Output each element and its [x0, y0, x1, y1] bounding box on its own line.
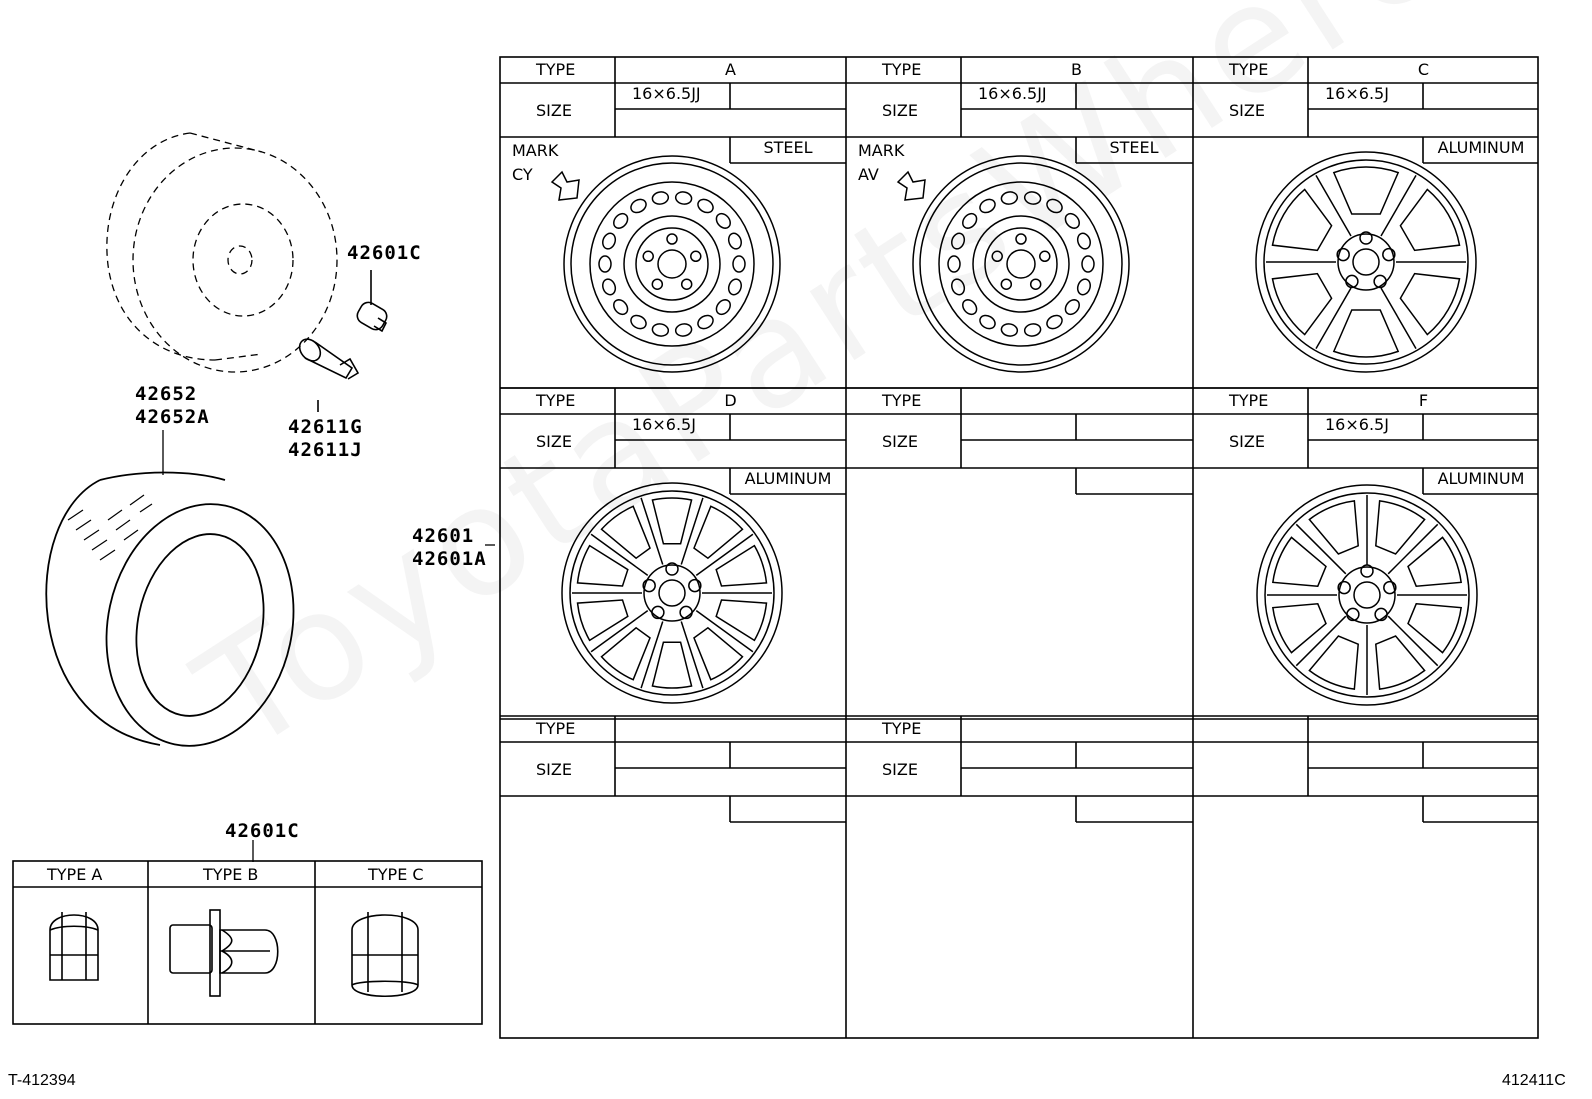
- nut-type-c-label: TYPE C: [368, 865, 424, 884]
- size-label: SIZE: [536, 432, 572, 451]
- mark-arrow-b-icon: [896, 170, 926, 201]
- size-value: 16×6.5JJ: [632, 84, 701, 103]
- mark-label-0: CY: [512, 165, 533, 184]
- steel-wheel-a-icon: [563, 155, 781, 373]
- type-label: TYPE: [1229, 60, 1269, 79]
- valve-part-number-2: 42611J: [288, 439, 363, 461]
- nut-table-grid: [12, 860, 483, 1025]
- alloy-wheel-d-icon: [561, 482, 783, 704]
- material-value: STEEL: [1109, 138, 1159, 157]
- tire-part-number-1: 42652: [135, 383, 198, 405]
- size-label: SIZE: [882, 101, 918, 120]
- type-value: C: [1417, 60, 1430, 79]
- wheel-part-number-2: 42601A: [412, 548, 487, 570]
- alloy-wheel-c-icon: [1255, 151, 1477, 373]
- steel-wheel-b-icon: [912, 155, 1130, 373]
- type-label: TYPE: [536, 719, 576, 738]
- material-value: ALUMINUM: [1437, 138, 1525, 157]
- size-value: 16×6.5JJ: [978, 84, 1047, 103]
- alloy-wheel-f-icon: [1256, 484, 1478, 706]
- size-label: SIZE: [536, 760, 572, 779]
- size-value: 16×6.5J: [1325, 84, 1389, 103]
- mark-word: MARK: [858, 141, 905, 160]
- wheel-part-number-1: 42601: [412, 525, 475, 547]
- nut-type-a-label: TYPE A: [47, 865, 103, 884]
- nut-type-b-label: TYPE B: [203, 865, 259, 884]
- tire-part-number-2: 42652A: [135, 406, 210, 428]
- type-value: D: [724, 391, 737, 410]
- size-label: SIZE: [882, 432, 918, 451]
- wheel-table-frame: [499, 56, 1539, 1039]
- footer-right-code: 412411C: [1502, 1072, 1566, 1089]
- nut-type-b-icon: [169, 909, 279, 997]
- mark-label-1: AV: [858, 165, 879, 184]
- spare-tire-drawing: [106, 132, 338, 373]
- size-value: 16×6.5J: [1325, 415, 1389, 434]
- valve-part-number-1: 42611G: [288, 416, 363, 438]
- material-value: ALUMINUM: [744, 469, 832, 488]
- valve-stem-icon: [298, 338, 360, 412]
- valve-cap-part-number: 42601C: [347, 242, 422, 264]
- tire-icon: [45, 430, 295, 747]
- nut-part-number: 42601C: [225, 820, 300, 842]
- type-value: F: [1418, 391, 1429, 410]
- footer-left-code: T-412394: [8, 1072, 76, 1089]
- type-value: B: [1071, 60, 1082, 79]
- size-label: SIZE: [1229, 101, 1265, 120]
- nut-type-c-icon: [351, 912, 419, 998]
- type-label: TYPE: [536, 60, 576, 79]
- size-label: SIZE: [536, 101, 572, 120]
- size-value: 16×6.5J: [632, 415, 696, 434]
- size-label: SIZE: [1229, 432, 1265, 451]
- valve-cap-icon: [356, 270, 388, 333]
- type-value: A: [725, 60, 736, 79]
- wheel-drawings: [550, 151, 1478, 706]
- size-label: SIZE: [882, 760, 918, 779]
- nut-type-a-icon: [49, 912, 99, 981]
- type-label: TYPE: [1229, 391, 1269, 410]
- type-label: TYPE: [882, 60, 922, 79]
- material-value: ALUMINUM: [1437, 469, 1525, 488]
- mark-arrow-a-icon: [550, 170, 580, 201]
- wheel-table-grid: [499, 56, 1539, 1039]
- mark-word: MARK: [512, 141, 559, 160]
- material-value: STEEL: [763, 138, 813, 157]
- type-label: TYPE: [536, 391, 576, 410]
- type-label: TYPE: [882, 391, 922, 410]
- type-label: TYPE: [882, 719, 922, 738]
